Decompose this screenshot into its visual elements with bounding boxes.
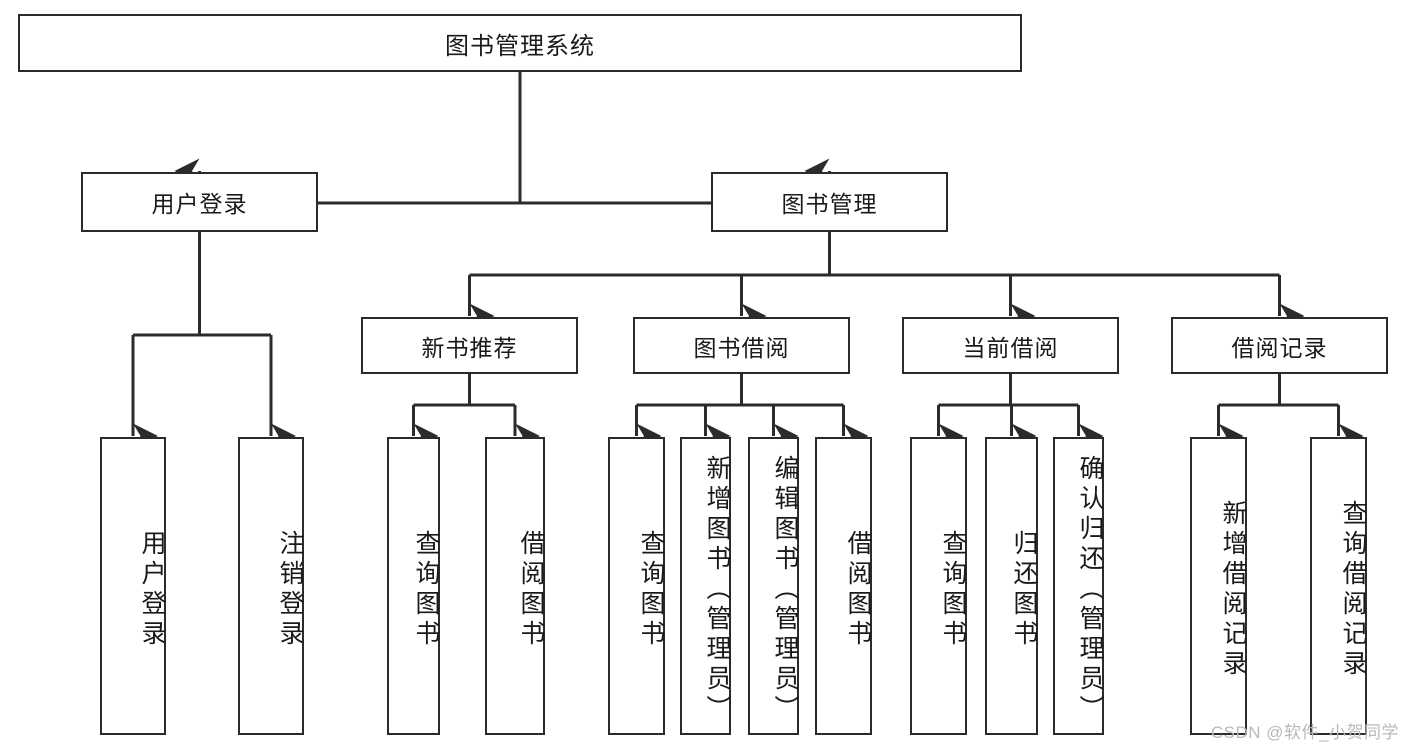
- node-label: 查询图书: [637, 530, 665, 650]
- node-label: 新书推荐: [421, 334, 518, 361]
- watermark-text: CSDN @软件_小贺同学: [1210, 723, 1399, 742]
- node-leaf-borrow-book-2: 借阅图书: [815, 437, 872, 735]
- node-label: 查询图书: [939, 530, 967, 650]
- node-root: 图书管理系统: [18, 14, 1022, 72]
- node-leaf-user-login: 用户登录: [100, 437, 166, 735]
- node-book-borrow: 图书借阅: [633, 317, 850, 374]
- node-label: 用户登录: [138, 530, 166, 650]
- node-leaf-confirm-return: 确认归还（管理员）: [1053, 437, 1104, 735]
- node-leaf-query-book-1: 查询图书: [387, 437, 440, 735]
- node-current-borrow: 当前借阅: [902, 317, 1119, 374]
- node-leaf-add-record: 新增借阅记录: [1190, 437, 1247, 735]
- node-label: 图书管理: [781, 191, 878, 217]
- node-label: 新增图书（管理员）: [703, 455, 731, 725]
- node-label: 归还图书: [1010, 530, 1038, 650]
- node-leaf-edit-book: 编辑图书（管理员）: [748, 437, 799, 735]
- node-label: 注销登录: [276, 530, 304, 650]
- node-label: 借阅记录: [1231, 334, 1328, 361]
- node-label: 查询图书: [412, 530, 440, 650]
- node-label: 编辑图书（管理员）: [771, 455, 799, 725]
- node-leaf-logout: 注销登录: [238, 437, 304, 735]
- node-label: 当前借阅: [962, 334, 1059, 361]
- node-label: 图书管理系统: [445, 32, 595, 60]
- node-label: 借阅图书: [844, 530, 872, 650]
- node-book-mgmt: 图书管理: [711, 172, 948, 232]
- node-borrow-record: 借阅记录: [1171, 317, 1388, 374]
- node-leaf-return-book: 归还图书: [985, 437, 1038, 735]
- node-label: 确认归还（管理员）: [1076, 455, 1104, 725]
- node-label: 借阅图书: [517, 530, 545, 650]
- node-leaf-query-book-3: 查询图书: [910, 437, 967, 735]
- node-user-login: 用户登录: [81, 172, 318, 232]
- node-label: 新增借阅记录: [1219, 500, 1247, 680]
- node-label: 图书借阅: [693, 334, 790, 361]
- node-new-book-rec: 新书推荐: [361, 317, 578, 374]
- node-leaf-borrow-book-1: 借阅图书: [485, 437, 545, 735]
- node-label: 查询借阅记录: [1339, 500, 1367, 680]
- node-label: 用户登录: [151, 191, 248, 217]
- node-leaf-query-record: 查询借阅记录: [1310, 437, 1367, 735]
- node-leaf-add-book: 新增图书（管理员）: [680, 437, 731, 735]
- node-leaf-query-book-2: 查询图书: [608, 437, 665, 735]
